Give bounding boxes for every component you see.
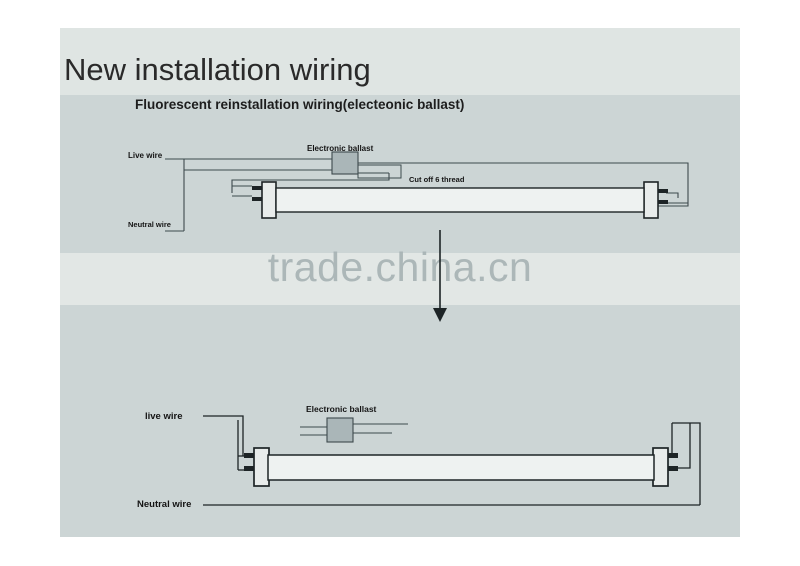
label-live-wire-bottom: live wire (145, 411, 183, 422)
label-neutral-wire-bottom: Neutral wire (137, 499, 192, 510)
page-subtitle: Fluorescent reinstallation wiring(electe… (135, 97, 465, 112)
middle-band (60, 253, 740, 305)
label-neutral-wire-top: Neutral wire (128, 220, 171, 229)
label-electronic-ballast-bottom: Electronic ballast (306, 404, 377, 414)
label-electronic-ballast-top: Electronic ballast (307, 144, 374, 153)
page-title: New installation wiring (64, 52, 371, 87)
label-cut-off-thread: Cut off 6 thread (409, 175, 465, 184)
title-band (60, 28, 740, 95)
content-panel (60, 28, 740, 537)
watermark-text: trade.china.cn (267, 244, 533, 290)
label-live-wire-top: Live wire (128, 151, 163, 160)
